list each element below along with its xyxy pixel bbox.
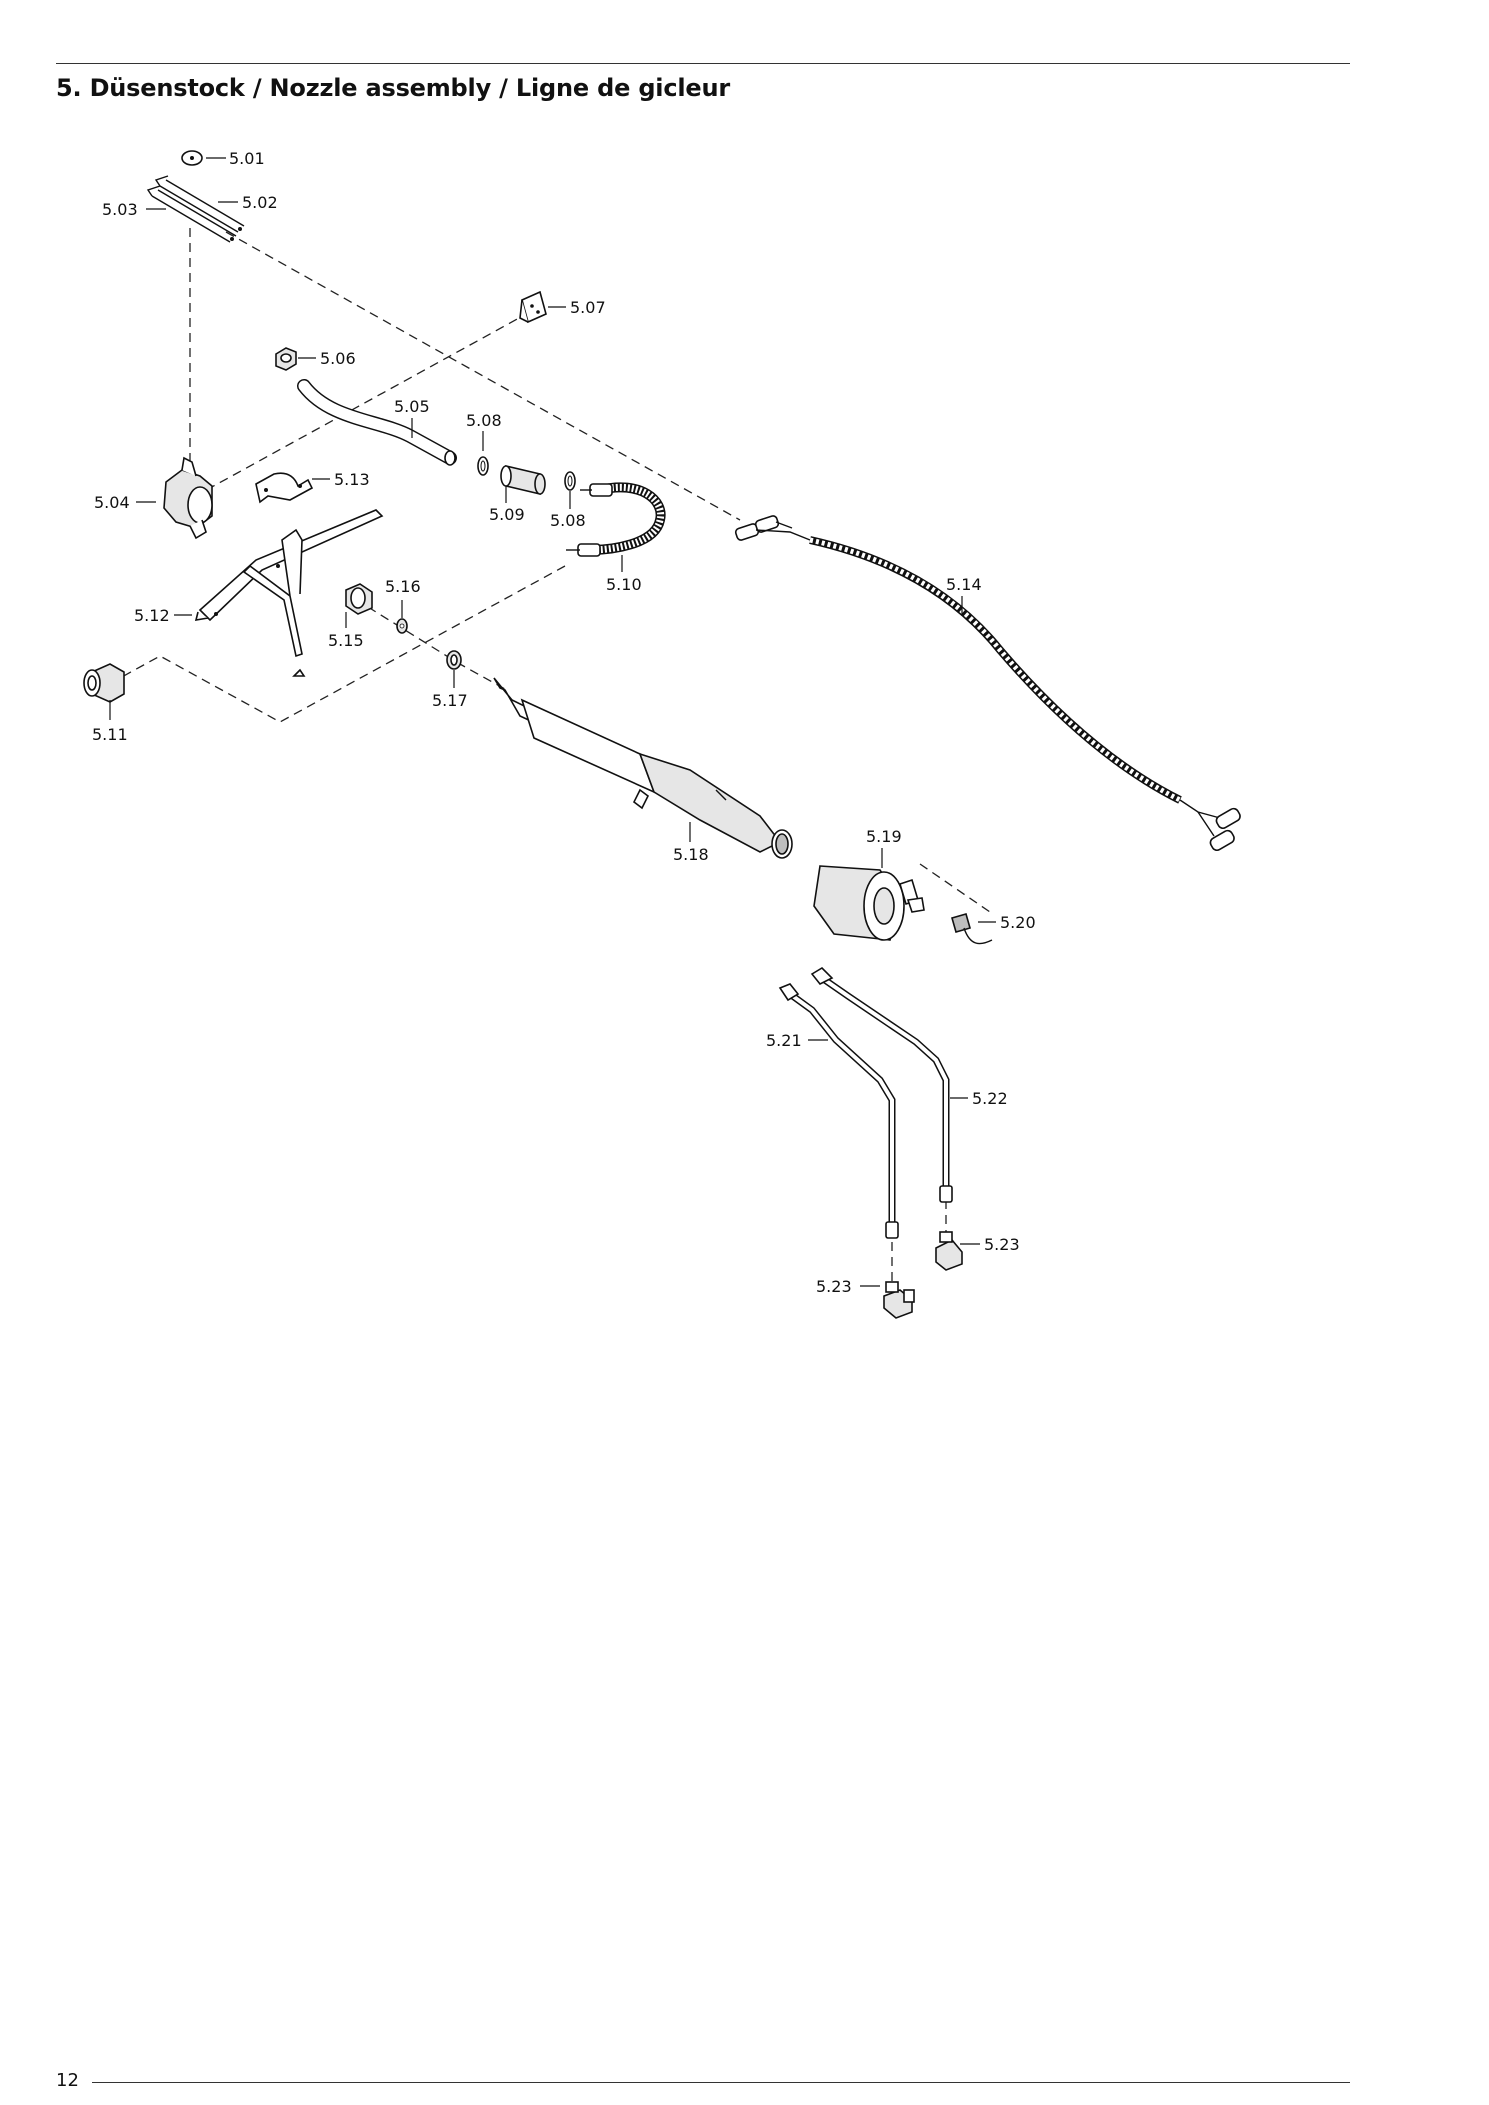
part-5-15-nut	[345, 583, 373, 615]
footer-rule	[92, 2082, 1350, 2083]
callout-5-22: 5.22	[972, 1089, 1008, 1108]
callout-5-20: 5.20	[1000, 913, 1036, 932]
part-5-04-clamp-block	[163, 456, 213, 540]
part-5-01-disc	[181, 150, 203, 166]
callout-5-08-a: 5.08	[466, 411, 502, 430]
part-5-06-nut	[275, 347, 297, 371]
part-5-23-elbow-a	[935, 1231, 963, 1271]
callout-5-16: 5.16	[385, 577, 421, 596]
callout-5-05: 5.05	[394, 397, 430, 416]
part-5-19-solenoid-coil	[813, 865, 925, 941]
callout-5-23-a: 5.23	[984, 1235, 1020, 1254]
page-title: 5. Düsenstock / Nozzle assembly / Ligne …	[56, 74, 730, 102]
callout-5-18: 5.18	[673, 845, 709, 864]
callout-labels: 5.01 5.02 5.03 5.04 5.05 5.06 5.07 5.08 …	[92, 149, 1036, 1296]
callout-5-13: 5.13	[334, 470, 370, 489]
callout-5-06: 5.06	[320, 349, 356, 368]
part-5-16-washer	[396, 618, 408, 634]
callout-5-09: 5.09	[489, 505, 525, 524]
part-5-11-nozzle	[83, 663, 125, 703]
part-5-10-flexible-hose	[566, 482, 666, 557]
part-5-08-oring-b	[564, 471, 576, 491]
callout-5-14: 5.14	[946, 575, 982, 594]
callout-5-08-b: 5.08	[550, 511, 586, 530]
callout-5-12: 5.12	[134, 606, 170, 625]
part-5-17-insert	[446, 650, 462, 670]
part-5-23-elbow-b	[883, 1281, 915, 1319]
part-5-22-oil-line	[810, 966, 953, 1203]
part-5-13-clamp	[255, 472, 314, 504]
callout-5-17: 5.17	[432, 691, 468, 710]
callout-5-19: 5.19	[866, 827, 902, 846]
part-5-14-ignition-cable	[734, 515, 1241, 852]
callout-5-10: 5.10	[606, 575, 642, 594]
part-5-12-frame	[194, 509, 384, 677]
callout-5-21: 5.21	[766, 1031, 802, 1050]
part-5-02-electrodes	[146, 175, 245, 243]
callout-5-23-b: 5.23	[816, 1277, 852, 1296]
callout-5-03: 5.03	[102, 200, 138, 219]
leader-lines	[109, 157, 996, 1287]
part-5-07-bracket	[519, 290, 547, 324]
assembly-guide-lines	[119, 228, 991, 1290]
callout-5-11: 5.11	[92, 725, 128, 744]
part-5-09-sleeve	[500, 464, 546, 496]
callout-5-15: 5.15	[328, 631, 364, 650]
page-number: 12	[56, 2070, 79, 2091]
part-5-05-tube	[297, 379, 457, 466]
part-5-08-oring-a	[477, 456, 489, 476]
header-rule	[56, 63, 1350, 64]
callout-5-07: 5.07	[570, 298, 606, 317]
part-5-21-oil-line	[778, 983, 899, 1239]
callout-5-02: 5.02	[242, 193, 278, 212]
part-5-20-connector	[951, 913, 993, 945]
callout-5-04: 5.04	[94, 493, 130, 512]
callout-5-01: 5.01	[229, 149, 265, 168]
part-5-18-nozzle-pipe	[493, 677, 793, 859]
